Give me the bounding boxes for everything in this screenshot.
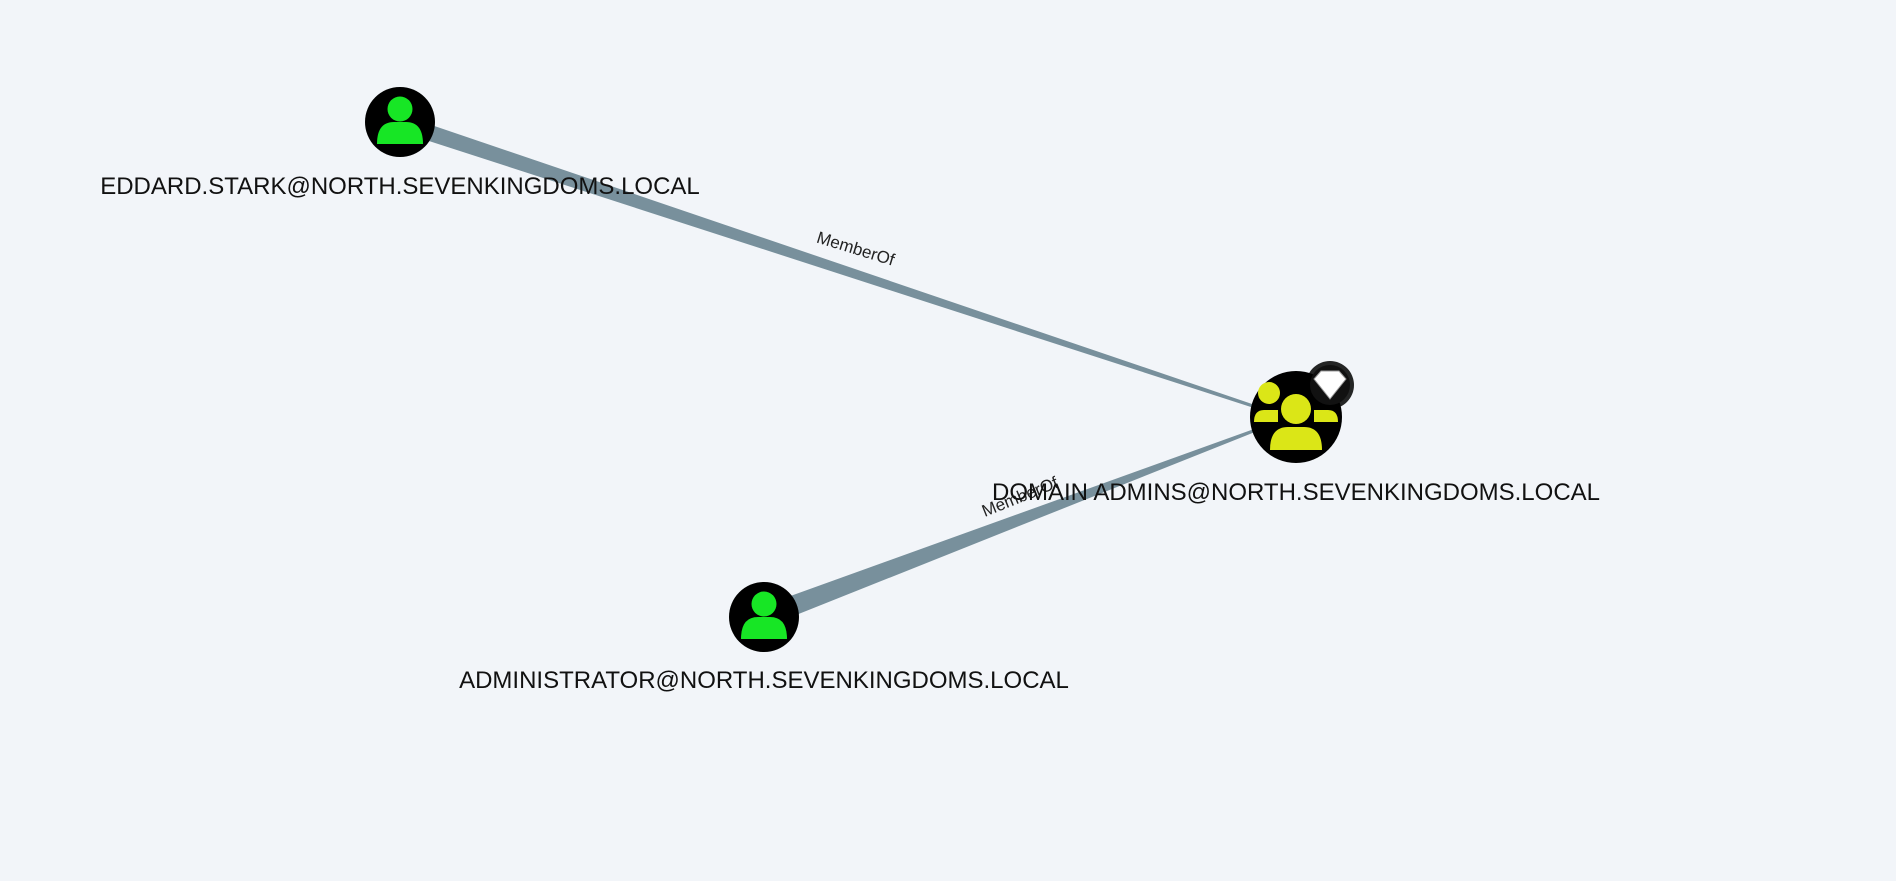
high-value-badge — [1306, 361, 1354, 409]
node-administrator[interactable] — [729, 582, 799, 652]
node-eddard-stark[interactable] — [365, 87, 435, 157]
diamond-icon — [1313, 370, 1347, 400]
node-label: DOMAIN ADMINS@NORTH.SEVENKINGDOMS.LOCAL — [992, 479, 1600, 506]
user-icon — [377, 96, 423, 144]
user-icon — [741, 591, 787, 639]
edge-eddard-memberof-da[interactable] — [398, 115, 1255, 408]
node-label: EDDARD.STARK@NORTH.SEVENKINGDOMS.LOCAL — [100, 173, 700, 200]
edge-admin-memberof-da[interactable] — [760, 429, 1255, 627]
node-label: ADMINISTRATOR@NORTH.SEVENKINGDOMS.LOCAL — [459, 667, 1069, 694]
group-icon — [1254, 382, 1338, 450]
